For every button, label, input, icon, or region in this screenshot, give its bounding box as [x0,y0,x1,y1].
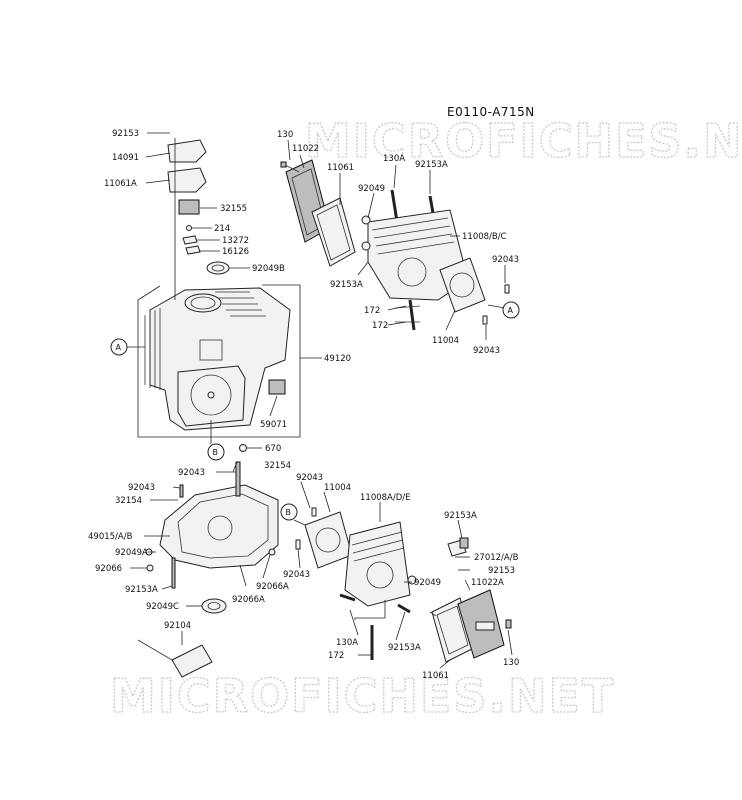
label-92043-top-1: 92043 [492,255,519,265]
svg-text:A: A [116,343,122,352]
label-11008ADE: 11008A/D/E [360,493,411,503]
label-172-br: 172 [328,651,344,661]
label-13272: 13272 [222,236,249,246]
label-130-br: 130 [503,658,519,668]
label-49120: 49120 [324,354,351,364]
svg-text:B: B [286,508,292,517]
label-92043-br-1: 92043 [296,473,323,483]
watermark-top: MICROFICHES.NET [305,114,742,168]
label-32154-a: 32154 [264,461,291,471]
crankcase-49015 [159,484,279,569]
label-130A-br: 130A [336,638,358,648]
label-11008BC: 11008/B/C [462,232,507,242]
label-92043-bl-1: 92043 [128,483,155,493]
label-92043-top-2: 92043 [473,346,500,356]
pin-214 [186,225,192,231]
cylinder-crankcase-group [137,139,301,452]
cylinder-head-group-2 [295,507,512,663]
label-16126: 16126 [222,247,249,257]
label-11061-br: 11061 [422,671,449,681]
label-27012AB: 27012/A/B [474,553,519,563]
gasket-11061A [167,167,207,193]
watermark-bottom: MICROFICHES.NET [110,669,615,723]
head-gasket-11004-b [304,511,353,569]
label-172-a: 172 [364,306,380,316]
label-92043-br-2: 92043 [283,570,310,580]
label-11061A: 11061A [104,179,137,189]
label-32155: 32155 [220,204,247,214]
gasket-11061 [311,197,356,267]
label-130A-top: 130A [383,154,405,164]
label-59071: 59071 [260,420,287,430]
seal-92049B [206,261,230,275]
part-labels: 92153 14091 11061A 32155 214 13272 16126… [88,129,519,681]
label-32154-b: 32154 [115,496,142,506]
label-92153A-bl: 92153A [125,585,158,595]
callout-a-right: A [502,301,520,319]
leader-lines [127,132,513,669]
cylinder-head-group-1 [280,159,510,331]
label-92153A-br-2: 92153A [388,643,421,653]
label-11004-br: 11004 [324,483,351,493]
cylinder-head-11008A [344,521,411,607]
label-92049-top: 92049 [358,184,385,194]
plate-13272 [182,235,198,245]
label-92066: 92066 [95,564,122,574]
diagram-code: E0110-A715N [447,105,535,119]
label-11022A: 11022A [471,578,504,588]
label-92049A: 92049A [115,548,148,558]
breather-32155 [178,199,200,215]
element-59071 [268,379,286,395]
label-214: 214 [214,224,230,234]
label-92153-br: 92153 [488,566,515,576]
label-92066A-a: 92066A [256,582,289,592]
label-92049C: 92049C [146,602,179,612]
label-92043-bl-2: 92043 [178,468,205,478]
crankcase-group [137,461,279,678]
callout-b-right: B [280,503,298,521]
label-670: 670 [265,444,281,454]
label-92049-br: 92049 [414,578,441,588]
gasket-16126 [185,245,201,255]
label-92153A-top-2: 92153A [330,280,363,290]
ring-670 [239,444,247,452]
label-11004-top: 11004 [432,336,459,346]
label-172-b: 172 [372,321,388,331]
label-92153A-top: 92153A [415,160,448,170]
svg-text:B: B [213,448,219,457]
callout-b-left: B [207,443,225,461]
label-92153A-br-1: 92153A [444,511,477,521]
sealant-92104 [171,644,213,678]
label-11022: 11022 [292,144,319,154]
seal-92049C [201,598,227,614]
label-49015AB: 49015/A/B [88,532,133,542]
label-92104: 92104 [164,621,191,631]
label-130-top: 130 [277,130,293,140]
label-11061-top: 11061 [327,163,354,173]
svg-text:A: A [508,306,514,315]
label-92049B: 92049B [252,264,285,274]
callout-a-left: A [110,338,128,356]
head-gasket-11004 [439,257,486,313]
label-92066A-b: 92066A [232,595,265,605]
label-92153-top-left: 92153 [112,129,139,139]
label-14091: 14091 [112,153,139,163]
cover-14091 [167,139,207,163]
